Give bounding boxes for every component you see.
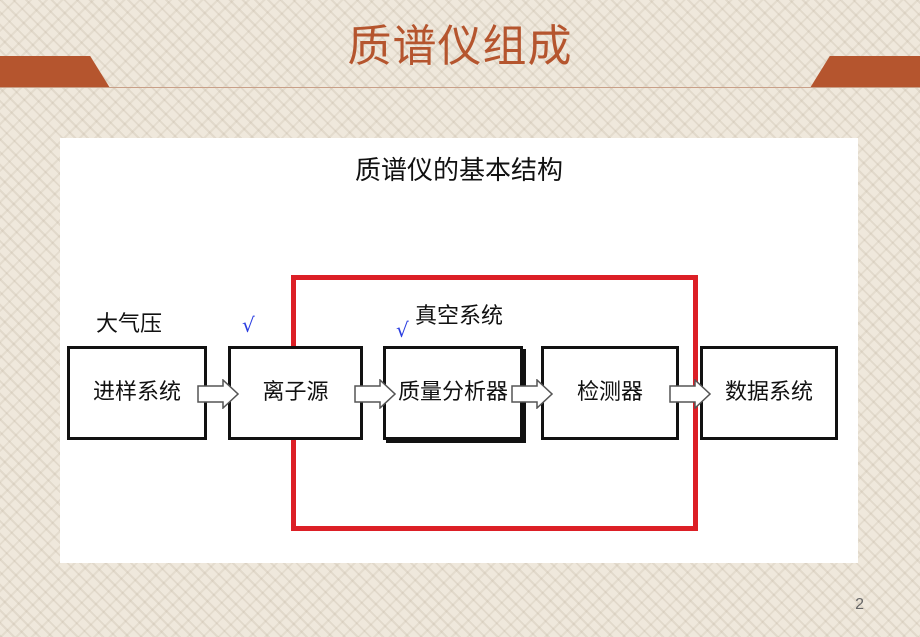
flow-arrow-4 [669, 379, 711, 409]
detector-box: 检测器 [541, 346, 679, 440]
mass-analyzer-label: 质量分析器 [397, 380, 508, 405]
sample-inlet-label: 进样系统 [92, 380, 181, 405]
check-mark-mass-analyzer: √ [396, 318, 409, 342]
ion-source-label: 离子源 [262, 380, 329, 405]
flow-arrow-1 [197, 379, 239, 409]
vacuum-system-label: 真空系统 [415, 304, 504, 329]
mass-analyzer-box: 质量分析器 [383, 346, 523, 440]
header-band-right [810, 56, 920, 88]
slide-title: 质谱仪组成 [347, 21, 573, 72]
detector-label: 检测器 [576, 380, 643, 405]
data-system-label: 数据系统 [724, 380, 813, 405]
diagram-panel: 质谱仪的基本结构 大气压 真空系统 √ √ 进样系统 离子源 质量分析器 检测器… [60, 138, 858, 563]
sample-inlet-box: 进样系统 [67, 346, 207, 440]
page-number: 2 [855, 596, 864, 613]
header-divider [0, 87, 920, 88]
ion-source-box: 离子源 [228, 346, 363, 440]
flow-arrow-2 [354, 379, 396, 409]
flow-arrow-3 [511, 379, 553, 409]
atmosphere-label: 大气压 [96, 312, 163, 337]
diagram-title: 质谱仪的基本结构 [354, 156, 563, 186]
header-band-left [0, 56, 110, 88]
check-mark-ion-source: √ [242, 313, 255, 337]
data-system-box: 数据系统 [700, 346, 838, 440]
